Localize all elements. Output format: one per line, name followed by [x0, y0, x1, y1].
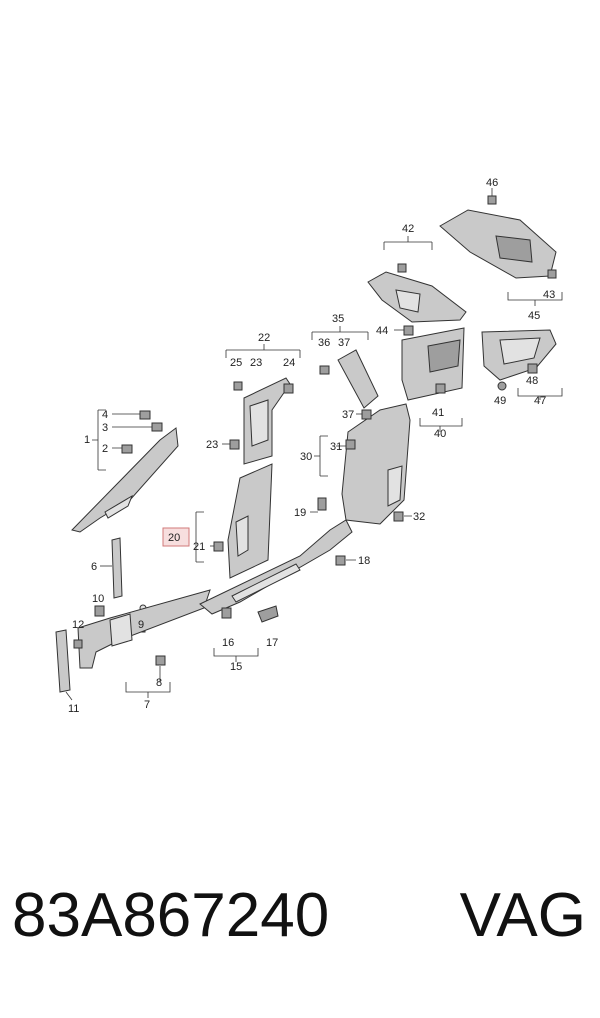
callout-40: 40	[434, 428, 446, 440]
clip-23	[229, 439, 240, 450]
strip-6	[111, 537, 123, 599]
clip-3	[151, 422, 163, 432]
parts-diagram: 4 3 2 1 6 8 7 11 12 10 9 22 25 23 24 23	[55, 177, 563, 715]
callout-20-highlight[interactable]	[162, 527, 190, 547]
clip-25	[233, 381, 243, 391]
callout-22: 22	[258, 332, 270, 344]
callout-43: 43	[543, 289, 555, 301]
clip-41	[435, 383, 446, 394]
clip-43a	[397, 263, 407, 273]
callout-7: 7	[144, 699, 150, 711]
callout-49: 49	[494, 395, 506, 407]
clip-21	[213, 541, 224, 552]
callout-24: 24	[283, 357, 295, 369]
callout-31: 31	[330, 441, 342, 453]
callout-21: 21	[193, 541, 205, 553]
callout-20[interactable]: 20	[168, 532, 180, 544]
callout-1: 1	[84, 434, 90, 446]
clip-31	[345, 439, 356, 450]
callout-36: 36	[318, 337, 330, 349]
callout-42: 42	[402, 223, 414, 235]
rear-sill-trim	[199, 497, 353, 623]
clip-43	[547, 269, 557, 279]
callout-10: 10	[92, 593, 104, 605]
callout-15: 15	[230, 661, 242, 673]
callout-8: 8	[156, 677, 162, 689]
clip-17	[257, 605, 279, 623]
clip-8	[155, 655, 166, 666]
callout-45: 45	[528, 310, 540, 322]
callout-30: 30	[300, 451, 312, 463]
callout-9: 9	[138, 619, 144, 631]
callout-17: 17	[266, 637, 278, 649]
clip-2	[121, 444, 133, 454]
bracket-11	[55, 629, 83, 693]
callout-11: 11	[68, 703, 79, 715]
callout-48: 48	[526, 375, 538, 387]
footer: 83A867240 VAG	[0, 880, 600, 990]
callout-12: 12	[72, 619, 84, 631]
clip-12	[73, 639, 83, 649]
callout-41: 41	[432, 407, 444, 419]
callout-44: 44	[376, 325, 388, 337]
callout-2: 2	[102, 443, 108, 455]
clip-49	[497, 381, 507, 391]
clip-16	[221, 607, 232, 619]
callout-35: 35	[332, 313, 344, 325]
clip-36	[319, 365, 330, 375]
callout-46: 46	[486, 177, 498, 189]
clip-4	[139, 410, 151, 420]
part-number: 83A867240	[12, 881, 330, 950]
callout-6: 6	[91, 561, 97, 573]
clip-32	[393, 511, 404, 522]
upper-rear-trim	[367, 263, 467, 336]
callout-19: 19	[294, 507, 306, 519]
callout-3: 3	[102, 422, 108, 434]
callout-23: 23	[250, 357, 262, 369]
clip-46	[487, 195, 497, 205]
clip-44	[403, 325, 414, 336]
b-pillar-upper	[229, 377, 294, 465]
a-pillar-trim	[71, 410, 179, 533]
clip-18	[335, 555, 346, 566]
callout-23b: 23	[206, 439, 218, 451]
clip-24	[283, 383, 294, 394]
top-rear-trim	[439, 195, 557, 279]
callout-37: 37	[338, 337, 350, 349]
callout-18: 18	[358, 555, 370, 567]
trim-piece-47	[481, 329, 557, 391]
callout-47: 47	[534, 395, 546, 407]
callout-25: 25	[230, 357, 242, 369]
brand-label: VAG	[459, 881, 586, 950]
b-pillar-lower	[213, 463, 273, 579]
c-pillar-lower-trim	[341, 403, 411, 525]
front-sill-trim	[77, 589, 211, 669]
side-panel	[401, 327, 465, 401]
callout-16: 16	[222, 637, 234, 649]
bolt-19	[317, 497, 327, 511]
callout-37b: 37	[342, 409, 354, 421]
callout-32: 32	[413, 511, 425, 523]
clip-10	[94, 605, 105, 617]
belt-guide	[319, 349, 379, 420]
clip-37	[361, 409, 372, 420]
clip-48	[527, 363, 538, 374]
callout-4: 4	[102, 409, 108, 421]
